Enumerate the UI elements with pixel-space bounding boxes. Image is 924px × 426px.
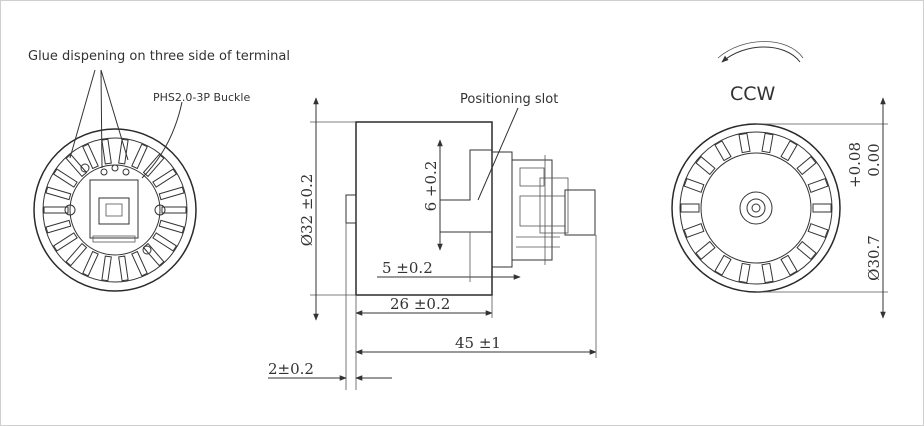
spoke <box>45 219 72 234</box>
spoke <box>152 232 178 252</box>
spoke <box>101 255 112 282</box>
rear-hub-circle <box>69 164 161 256</box>
spoke <box>695 155 716 176</box>
front-center-cap <box>746 198 766 218</box>
front-center-ring <box>739 191 773 225</box>
front-shaft <box>751 203 761 213</box>
spoke <box>738 262 751 284</box>
spoke <box>780 140 798 162</box>
spoke <box>65 153 88 178</box>
spoke <box>52 168 78 188</box>
front-outer-circle <box>671 123 841 293</box>
rear-plug <box>564 189 596 236</box>
front-spokes <box>680 132 832 284</box>
spoke <box>43 206 69 214</box>
buckle-leader <box>141 101 183 179</box>
terminal-socket <box>98 197 130 225</box>
rear-housing <box>491 151 513 268</box>
twentysix-label: 26 ±0.2 <box>390 295 450 313</box>
ccw-arrow-outline <box>717 41 804 59</box>
side-view: Positioning slot Ø32 ±0.2 6 +0.2 5 ±0.2 … <box>268 92 597 390</box>
rear-connector <box>539 177 569 234</box>
rear-outer-circle <box>33 128 197 292</box>
spoke <box>82 250 99 277</box>
front-view: CCW Ø30.7 +0.08 0.00 <box>671 41 888 319</box>
tol-upper-label: +0.08 <box>846 142 864 188</box>
slot-label: Positioning slot <box>460 92 558 107</box>
spoke <box>761 262 774 284</box>
spoke <box>82 143 99 170</box>
dia32-label: Ø32 ±0.2 <box>298 174 316 247</box>
terminal-dot-1 <box>100 168 108 176</box>
terminal-pins <box>105 203 123 217</box>
shaft-stub <box>345 194 357 224</box>
spoke <box>52 232 78 252</box>
two-label: 2±0.2 <box>268 360 314 378</box>
spoke <box>796 155 817 176</box>
spoke <box>118 138 129 165</box>
rear-component-1 <box>519 167 545 187</box>
spoke <box>714 254 732 276</box>
ccw-label: CCW <box>730 83 776 105</box>
spoke <box>714 140 732 162</box>
spoke <box>680 203 700 213</box>
slot-leader <box>477 107 519 201</box>
tol6-label: 6 +0.2 <box>422 161 440 212</box>
spoke <box>142 242 165 267</box>
spoke <box>131 143 148 170</box>
spoke <box>683 177 705 193</box>
spoke <box>695 240 716 261</box>
terminal-dot-2 <box>111 164 119 172</box>
rear-pcb <box>511 159 553 261</box>
front-inner-circle <box>679 131 833 285</box>
glue-leader-1 <box>69 69 96 159</box>
glue-leader-2 <box>100 69 129 161</box>
spoke <box>142 153 165 178</box>
spoke <box>780 254 798 276</box>
mount-hole-topleft <box>80 163 90 173</box>
mount-hole-right <box>154 204 166 216</box>
mount-hole-bottomright <box>142 245 152 255</box>
spoke <box>45 186 72 201</box>
buckle-label: PHS2.0-3P Buckle <box>153 91 250 104</box>
spoke <box>65 242 88 267</box>
five-label: 5 ±0.2 <box>382 259 433 277</box>
positioning-slot-outline <box>439 149 492 233</box>
spoke <box>807 223 829 239</box>
spoke <box>131 250 148 277</box>
spoke <box>161 206 187 214</box>
spoke <box>738 132 751 154</box>
dia307-label: Ø30.7 <box>865 235 883 281</box>
glue-label: Glue dispening on three side of terminal <box>28 49 290 64</box>
rear-spokes <box>43 138 187 282</box>
spoke <box>158 219 185 234</box>
glue-leader-3 <box>100 69 103 169</box>
spoke <box>101 138 112 165</box>
spoke <box>761 132 774 154</box>
spoke <box>683 223 705 239</box>
tol-lower-label: 0.00 <box>865 143 883 176</box>
terminal-block <box>89 179 139 239</box>
rear-inner-circle <box>42 137 188 283</box>
fortyfive-label: 45 ±1 <box>455 334 501 352</box>
rear-component-2 <box>519 195 566 227</box>
spoke <box>158 186 185 201</box>
spoke <box>118 255 129 282</box>
spoke <box>812 203 832 213</box>
terminal-dot-3 <box>122 168 130 176</box>
front-hub-circle <box>700 152 812 264</box>
rear-view: Glue dispening on three side of terminal… <box>28 49 290 292</box>
spoke <box>152 168 178 188</box>
spoke <box>807 177 829 193</box>
mount-hole-left <box>64 204 76 216</box>
terminal-base <box>92 235 136 243</box>
spoke <box>796 240 817 261</box>
ccw-arrow-icon <box>721 46 801 63</box>
